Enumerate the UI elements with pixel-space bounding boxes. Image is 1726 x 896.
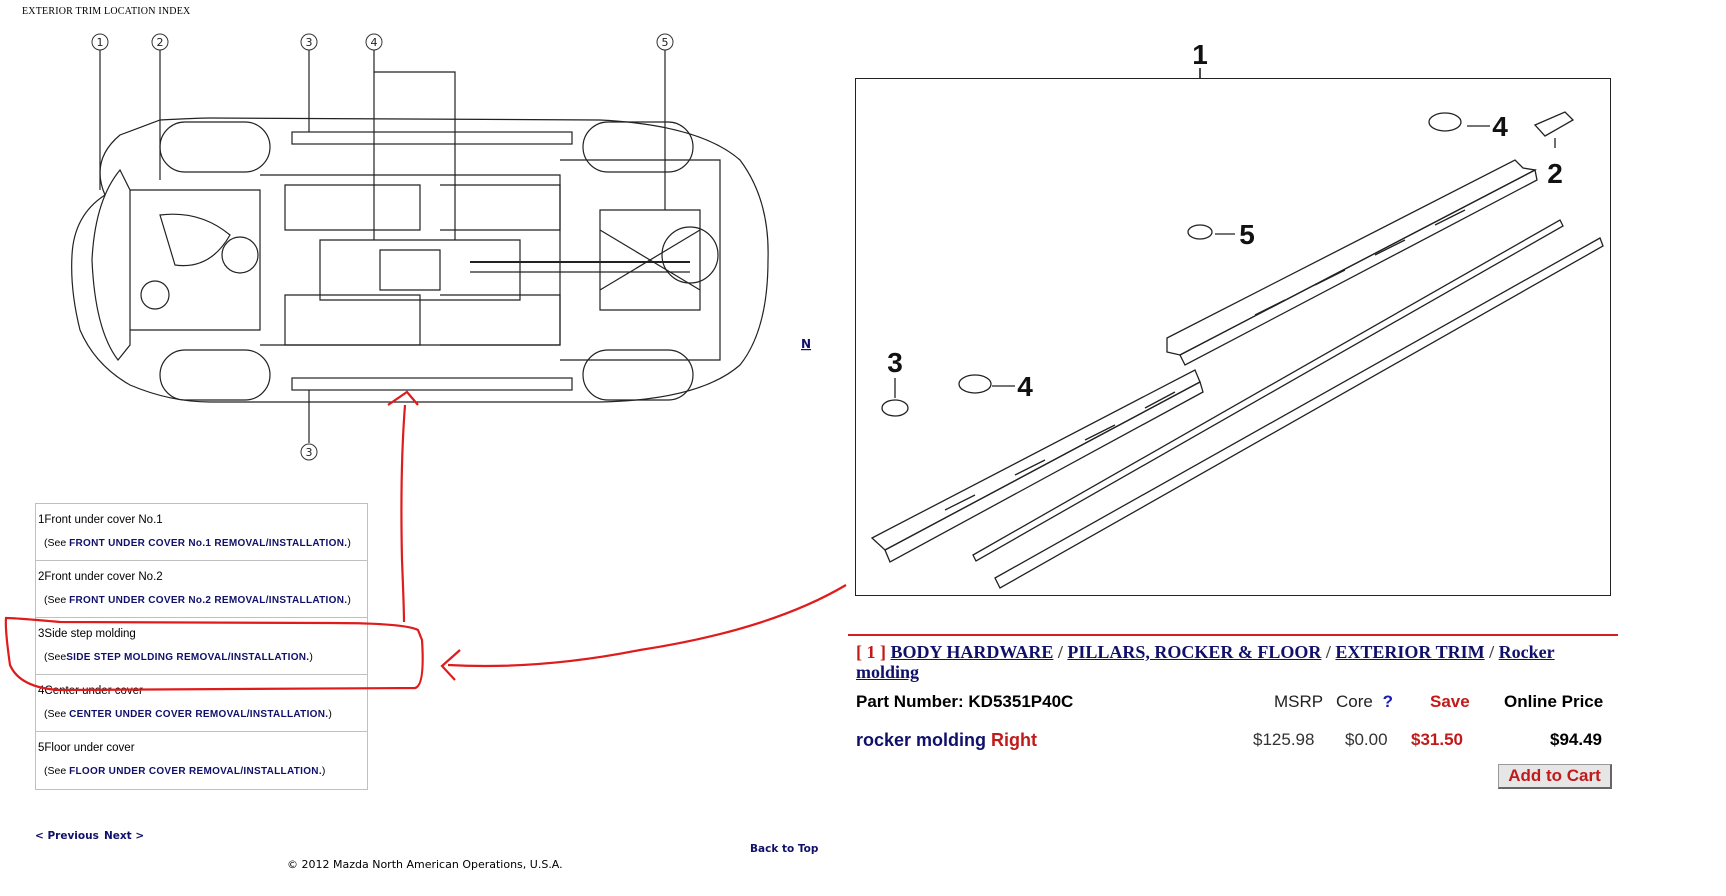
see-suffix: ) bbox=[347, 537, 351, 549]
callout-label: 4 bbox=[1492, 111, 1508, 142]
index-number: 2 bbox=[38, 571, 45, 583]
index-title: Front under cover No.2 bbox=[44, 571, 163, 583]
see-prefix: (See bbox=[44, 765, 70, 777]
index-title: Side step molding bbox=[44, 628, 136, 640]
callout-label: 3 bbox=[887, 347, 903, 378]
parts-diagram: 1 2 3 4 4 5 bbox=[870, 39, 1604, 589]
msrp-header: MSRP bbox=[1274, 692, 1324, 711]
core-label: Core bbox=[1336, 692, 1373, 711]
undercarriage-diagram: 1 2 3 4 5 3 N bbox=[71, 33, 811, 461]
breadcrumb-separator: / bbox=[1325, 642, 1331, 662]
procedure-link[interactable]: FRONT UNDER COVER No.2 REMOVAL/INSTALLAT… bbox=[69, 595, 348, 606]
online-price-header: Online Price bbox=[1504, 692, 1604, 711]
save-header: Save bbox=[1430, 692, 1470, 711]
index-title: Floor under cover bbox=[44, 742, 135, 754]
see-suffix: ) bbox=[347, 594, 351, 606]
part-name: rocker molding Right bbox=[856, 730, 1037, 751]
core-value: $0.00 bbox=[1345, 730, 1388, 749]
core-help-link[interactable]: ? bbox=[1382, 692, 1393, 711]
see-suffix: ) bbox=[328, 708, 332, 720]
index-row: 1Front under cover No.1 (See FRONT UNDER… bbox=[36, 504, 367, 561]
breadcrumb-separator: / bbox=[1057, 642, 1063, 662]
callout-label: 3 bbox=[306, 446, 313, 459]
index-number: 3 bbox=[38, 628, 45, 640]
breadcrumb-separator: / bbox=[1489, 642, 1495, 662]
callout-label: 3 bbox=[306, 36, 313, 49]
see-prefix: (See bbox=[44, 594, 70, 606]
part-side: Right bbox=[991, 730, 1038, 750]
part-number: Part Number: KD5351P40C bbox=[856, 692, 1074, 711]
msrp-value: $125.98 bbox=[1253, 730, 1315, 749]
callout-label: 2 bbox=[157, 36, 164, 49]
index-row: 3Side step molding (SeeSIDE STEP MOLDING… bbox=[36, 618, 367, 675]
next-link[interactable]: Next > bbox=[104, 830, 145, 842]
index-row: 2Front under cover No.2 (See FRONT UNDER… bbox=[36, 561, 367, 618]
see-prefix: (See bbox=[44, 537, 70, 549]
previous-link[interactable]: < Previous bbox=[35, 830, 99, 842]
procedure-link[interactable]: FLOOR UNDER COVER REMOVAL/INSTALLATION. bbox=[69, 766, 322, 777]
procedure-link[interactable]: FRONT UNDER COVER No.1 REMOVAL/INSTALLAT… bbox=[69, 538, 348, 549]
callout-label: 5 bbox=[1239, 219, 1255, 250]
index-row: 4Center under cover (See CENTER UNDER CO… bbox=[36, 675, 367, 732]
index-row: 5Floor under cover (See FLOOR UNDER COVE… bbox=[36, 732, 367, 789]
index-number: 4 bbox=[38, 685, 45, 697]
index-title: Front under cover No.1 bbox=[44, 514, 163, 526]
callout-label: 4 bbox=[371, 36, 378, 49]
index-number: 1 bbox=[38, 514, 45, 526]
breadcrumb-link[interactable]: PILLARS, ROCKER & FLOOR bbox=[1067, 642, 1322, 662]
copyright: © 2012 Mazda North American Operations, … bbox=[287, 858, 563, 871]
procedure-link[interactable]: SIDE STEP MOLDING REMOVAL/INSTALLATION. bbox=[66, 652, 310, 663]
part-index: [ 1 ] bbox=[856, 642, 886, 662]
see-suffix: ) bbox=[309, 651, 313, 663]
breadcrumb: [ 1 ] BODY HARDWARE / PILLARS, ROCKER & … bbox=[856, 642, 1616, 682]
callout-label: 5 bbox=[662, 36, 669, 49]
breadcrumb-link[interactable]: Rocker molding bbox=[856, 642, 1555, 682]
online-price-value: $94.49 bbox=[1550, 730, 1602, 749]
parts-diagram-frame bbox=[855, 78, 1611, 596]
procedure-link[interactable]: CENTER UNDER COVER REMOVAL/INSTALLATION. bbox=[69, 709, 329, 720]
back-to-top-link[interactable]: Back to Top bbox=[750, 843, 819, 855]
callout-label: 1 bbox=[97, 36, 104, 49]
see-prefix: (See bbox=[44, 651, 67, 663]
stray-link[interactable]: N bbox=[801, 337, 811, 351]
callout-label: 2 bbox=[1547, 158, 1563, 189]
callout-label: 1 bbox=[1192, 39, 1208, 70]
index-number: 5 bbox=[38, 742, 45, 754]
red-annotation bbox=[4, 390, 847, 692]
see-prefix: (See bbox=[44, 708, 70, 720]
breadcrumb-link[interactable]: EXTERIOR TRIM bbox=[1335, 642, 1485, 662]
part-name-text: rocker molding bbox=[856, 730, 987, 750]
save-value: $31.50 bbox=[1411, 730, 1463, 749]
red-divider bbox=[848, 634, 1618, 636]
index-title: Center under cover bbox=[44, 685, 143, 697]
callout-label: 4 bbox=[1017, 371, 1033, 402]
see-suffix: ) bbox=[321, 765, 326, 777]
add-to-cart-button[interactable]: Add to Cart bbox=[1498, 764, 1612, 789]
breadcrumb-link[interactable]: BODY HARDWARE bbox=[890, 642, 1054, 662]
location-index-table: 1Front under cover No.1 (See FRONT UNDER… bbox=[35, 503, 368, 790]
core-header: Core ? bbox=[1336, 692, 1393, 712]
page-title: EXTERIOR TRIM LOCATION INDEX bbox=[22, 6, 191, 17]
